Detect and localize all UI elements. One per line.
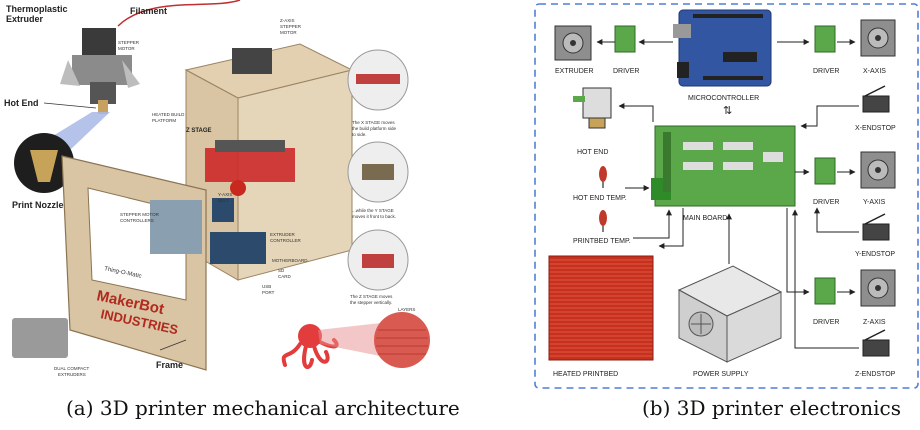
bidirectional-arrow: ⇅ <box>723 105 732 117</box>
z-stage-label: Z STAGE <box>186 128 212 134</box>
arrow-z-endstop-to-main <box>792 209 859 349</box>
arrow-printbed-temp-to-main <box>633 209 672 239</box>
electronics-diagram: EXTRUDER DRIVER MICROCONTROLLER ⇅ DRIVER… <box>534 3 919 389</box>
caption-b: (b) 3D printer electronics <box>642 396 901 420</box>
arrow-x-endstop-to-main <box>800 105 859 129</box>
heated-platform-label-1: HEATED BUILD <box>152 112 185 117</box>
driver-z-label: DRIVER <box>813 319 839 326</box>
stepper-controllers-label-2: CONTROLLERS <box>120 218 154 223</box>
hot-end-temp-sensor <box>599 166 607 188</box>
dashed-border <box>534 3 919 389</box>
y-axis-label: Y-AXIS <box>863 199 886 206</box>
y-endstop <box>862 213 890 241</box>
stepper-controllers-label-1: STEPPER MOTOR <box>120 212 160 217</box>
zaxis-motor-label-3: MOTOR <box>280 30 297 35</box>
arrow-main-to-printbed <box>658 208 684 249</box>
x-stage-text-3: to side. <box>352 132 367 137</box>
y-stage-text-1: ...while the Y STAGE <box>352 208 394 213</box>
usb-port-label-2: PORT <box>262 290 275 295</box>
yaxis-belt-label-1: Y-AXIS <box>218 192 232 197</box>
octopus-print <box>281 324 339 370</box>
extruder-motor <box>554 25 592 61</box>
yaxis-belt-label-2: BELT <box>218 198 229 203</box>
driver-y-label: DRIVER <box>813 199 839 206</box>
power-supply-label: POWER SUPPLY <box>693 371 749 378</box>
main-board <box>651 125 796 207</box>
arrow-main-to-hot-end <box>618 103 654 122</box>
extruder-controller-label-1: EXTRUDER <box>270 232 296 237</box>
y-stage-text-2: moves it front to back. <box>352 214 396 219</box>
mechanical-architecture-panel: Thermoplastic Extruder Filament STEPPER … <box>0 0 450 392</box>
motherboard-label: MOTHERBOARD <box>272 258 308 263</box>
arrow-y-endstop-to-main <box>814 207 859 233</box>
driver-extruder-board <box>614 25 636 53</box>
heated-printbed <box>548 255 654 361</box>
stepper-motor-label: STEPPER <box>118 40 140 45</box>
dual-extruders-label-1: DUAL COMPACT <box>54 366 90 371</box>
build-platform <box>205 148 295 182</box>
arrow-main-to-driver-z <box>786 208 810 295</box>
x-axis-label: X-AXIS <box>863 68 886 75</box>
heated-platform-label-2: PLATFORM <box>152 118 176 123</box>
usb-port-label-1: USB <box>262 284 271 289</box>
heated-printbed-label: HEATED PRINTBED <box>553 371 618 378</box>
extruder-assembly <box>60 0 241 114</box>
makerbot-logo <box>230 180 246 196</box>
electronics-panel: EXTRUDER DRIVER MICROCONTROLLER ⇅ DRIVER… <box>533 2 920 392</box>
main-board-label: MAIN BOARD <box>683 215 727 222</box>
hot-end-device <box>573 87 612 129</box>
y-axis-motor <box>860 151 896 189</box>
hot-end-label: Hot End <box>4 98 39 108</box>
print-nozzle-label: Print Nozzle <box>12 200 64 210</box>
printer-frame: MakerBot INDUSTRIES Thing-O-Matic <box>61 43 354 371</box>
x-stage-text-2: the build platform side <box>352 126 397 131</box>
x-axis-motor <box>860 19 896 57</box>
printbed-temp-label: PRINTBED TEMP. <box>573 238 631 245</box>
sd-card-label-2: CARD <box>278 274 292 279</box>
hot-end-temp-label: HOT END TEMP. <box>573 195 627 202</box>
microcontroller-board <box>673 9 772 87</box>
dual-extruders-image <box>12 318 68 358</box>
stepper-controllers <box>150 200 202 254</box>
caption-a: (a) 3D printer mechanical architecture <box>66 396 460 420</box>
driver-z-board <box>814 277 836 305</box>
driver-extruder-label: DRIVER <box>613 68 639 75</box>
mechanical-diagram: Thermoplastic Extruder Filament STEPPER … <box>4 0 430 377</box>
x-stage-callout <box>347 49 409 111</box>
extruder-controller-label-2: CONTROLLER <box>270 238 302 243</box>
y-stage-callout <box>347 141 409 203</box>
y-endstop-label: Y-ENDSTOP <box>855 251 895 258</box>
thermoplastic-label: Thermoplastic <box>6 4 68 14</box>
extruder-label: Extruder <box>6 14 44 24</box>
motherboard <box>210 232 266 264</box>
z-axis-motor <box>860 269 896 307</box>
zaxis-motor-label-1: Z-AXIS <box>280 18 295 23</box>
z-endstop <box>862 329 890 357</box>
microcontroller-label: MICROCONTROLLER <box>688 95 759 102</box>
hot-end-label: HOT END <box>577 149 608 156</box>
sd-card-label-1: SD <box>278 268 285 273</box>
x-endstop-label: X-ENDSTOP <box>855 125 896 132</box>
z-axis-label: Z-AXIS <box>863 319 886 326</box>
dual-extruders-label-2: EXTRUDERS <box>58 372 86 377</box>
power-supply <box>677 265 783 363</box>
printbed-temp-sensor <box>599 210 607 232</box>
extruder-label: EXTRUDER <box>555 68 594 75</box>
z-endstop-label: Z-ENDSTOP <box>855 371 896 378</box>
driver-y-board <box>814 157 836 185</box>
z-stage-text-1: The Z STAGE moves <box>350 294 393 299</box>
x-endstop <box>862 85 890 113</box>
zaxis-motor <box>232 48 272 74</box>
frame-label: Frame <box>156 360 183 370</box>
filament-label: Filament <box>130 6 167 16</box>
layers-label: LAYERS <box>398 307 415 312</box>
z-stage-text-2: the stepper vertically. <box>350 300 392 305</box>
z-stage-callout <box>347 229 409 291</box>
driver-x-board <box>814 25 836 53</box>
x-stage-text-1: The X STAGE moves <box>352 120 395 125</box>
stepper-motor-label-2: MOTOR <box>118 46 135 51</box>
zaxis-motor-label-2: STEPPER <box>280 24 302 29</box>
driver-x-label: DRIVER <box>813 68 839 75</box>
layers-zoom <box>374 312 430 368</box>
